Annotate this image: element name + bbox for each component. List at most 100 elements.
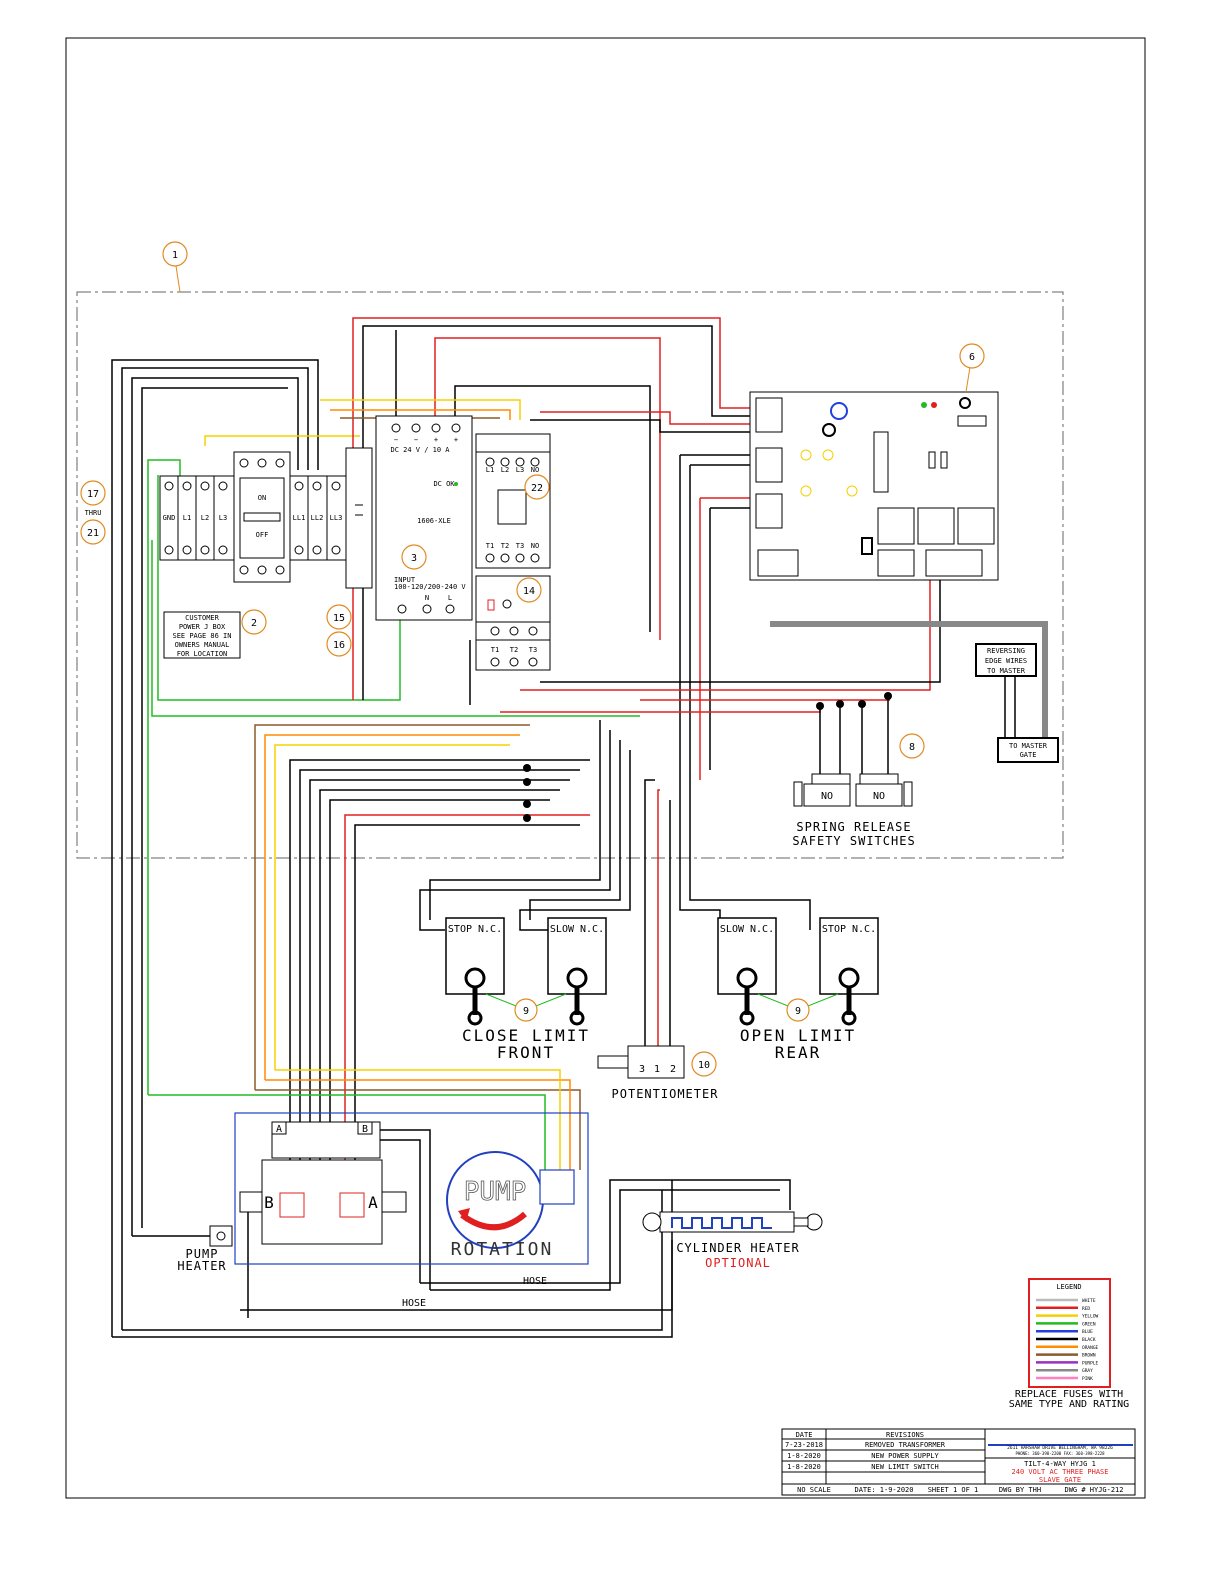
screw-terminals (164, 423, 540, 667)
callout-15-text: 15 (333, 613, 345, 624)
legend-label-black: BLACK (1082, 1337, 1096, 1343)
fuse-holder (345, 447, 373, 589)
legend-label-brown: BROWN (1082, 1353, 1096, 1359)
overload-t1: T1 (491, 646, 499, 654)
customer-power-box: CUSTOMER POWER J BOX SEE PAGE 86 IN OWNE… (163, 611, 241, 659)
tb-rev3-text: NEW LIMIT SWITCH (871, 1463, 938, 1471)
contactor-bot-t1: T1 (486, 542, 494, 550)
power-supply: − − + + DC 24 V / 10 A DC OK 1606-XLE IN… (375, 415, 473, 621)
tb-title3: SLAVE GATE (1039, 1476, 1081, 1484)
contactor-bot-t2: T2 (501, 542, 509, 550)
callout-3 (401, 544, 427, 570)
terminal-l2: L2 (201, 514, 209, 522)
safety-label-2: SAFETY SWITCHES (792, 834, 915, 848)
terminal-ll2: LL2 (311, 514, 324, 522)
open-limit-line1: OPEN LIMIT (740, 1026, 856, 1045)
callout-1-text: 1 (172, 250, 178, 261)
legend-label-blue: BLUE (1082, 1329, 1093, 1335)
to-master-gate-box: TO MASTER GATE (997, 737, 1059, 763)
callout-9-front (514, 998, 538, 1022)
tb-dwg: DWG # HYJG-212 (1064, 1486, 1123, 1494)
callout-8-text: 8 (909, 742, 915, 753)
legend-note-1: REPLACE FUSES WITH (1015, 1389, 1123, 1400)
ps-minus-1: − (394, 436, 398, 444)
title-block: DATE REVISIONS 7-23-2018 REMOVED TRANSFO… (781, 1428, 1136, 1496)
legend: LEGEND WHITEREDYELLOWGREENBLUEBLACKORANG… (1028, 1278, 1111, 1388)
legend-label-gray: GRAY (1082, 1368, 1093, 1374)
enclosure-boundary (76, 291, 1064, 859)
callout-14-text: 14 (523, 586, 535, 597)
safety-no-2: NO (873, 791, 885, 802)
close-limit-front: STOP N.C. SLOW N.C. CLOSE LIMIT FRONT (445, 917, 607, 1062)
callout-10-text: 10 (698, 1060, 710, 1071)
thru-text: THRU (85, 509, 102, 517)
tb-col-rev: REVISIONS (886, 1431, 924, 1439)
callout-22-text: 22 (531, 483, 543, 494)
limit-stop-front: STOP N.C. (448, 924, 502, 935)
legend-title: LEGEND (1056, 1283, 1081, 1291)
overload-t3: T3 (529, 646, 537, 654)
limit-slow-rear: SLOW N.C. (720, 924, 774, 935)
contactor-bot-no: NO (531, 542, 539, 550)
callout-2-text: 2 (251, 618, 257, 629)
pump-assembly: A B B A PUMP ROTATION PUMP HEATER (177, 1112, 589, 1273)
hose-label-2: HOSE (402, 1298, 426, 1309)
customer-box-line3: SEE PAGE 86 IN (172, 632, 231, 640)
callout-6-text: 6 (969, 352, 975, 363)
pump-rotation: ROTATION (451, 1239, 554, 1260)
reversing-line1: REVERSING (987, 647, 1025, 655)
callout-2 (241, 609, 267, 635)
legend-note-2: SAME TYPE AND RATING (1009, 1399, 1129, 1410)
ps-model: 1606-XLE (417, 517, 451, 525)
valve-port-b-top: B (362, 1124, 368, 1135)
callout-9-rear-text: 9 (795, 1006, 801, 1017)
disconnect-on: ON (258, 494, 266, 502)
pump-word: PUMP (464, 1177, 527, 1207)
close-limit-line2: FRONT (497, 1043, 555, 1062)
terminal-ll3: LL3 (330, 514, 343, 522)
pot-pin-2: 2 (670, 1064, 676, 1075)
wiring (111, 317, 1048, 1338)
legend-label-purple: PURPLE (1082, 1360, 1099, 1366)
callout-8 (899, 733, 925, 759)
limit-slow-front: SLOW N.C. (550, 924, 604, 935)
callout-16-text: 16 (333, 640, 345, 651)
tb-scale: NO SCALE (797, 1486, 831, 1494)
tb-rev1-date: 7-23-2018 (785, 1441, 823, 1449)
ps-plus-2: + (454, 436, 458, 444)
tb-date: DATE: 1-9-2020 (854, 1486, 913, 1494)
callout-21 (80, 519, 106, 545)
terminal-l3: L3 (219, 514, 227, 522)
cylinder-line2: OPTIONAL (705, 1256, 771, 1270)
cylinder-heater: CYLINDER HEATER OPTIONAL (642, 1211, 823, 1270)
page-border (65, 37, 1146, 1499)
callout-1 (162, 241, 188, 267)
callout-10 (691, 1051, 717, 1077)
contactor-bot-t3: T3 (516, 542, 524, 550)
tb-drawn: DWG BY THH (999, 1486, 1041, 1494)
callout-16 (326, 631, 352, 657)
spring-release-safety-switches: NO NO SPRING RELEASE SAFETY SWITCHES (792, 696, 915, 848)
legend-label-pink: PINK (1082, 1376, 1093, 1382)
customer-box-line2: POWER J BOX (179, 623, 226, 631)
reversing-line3: TO MASTER (987, 667, 1026, 675)
ps-input: INPUT (394, 576, 416, 584)
hose-label-1: HOSE (523, 1276, 547, 1287)
tb-company: 2611 HARSHAW DRIVE BELLINGHAM, WA 98226 (1007, 1445, 1113, 1451)
customer-box-line4: OWNERS MANUAL (175, 641, 230, 649)
contactor-top-l1: L1 (486, 466, 494, 474)
pot-pin-1: 1 (654, 1064, 660, 1075)
valve-port-a: A (368, 1193, 380, 1212)
ps-minus-2: − (414, 436, 418, 444)
legend-label-white: WHITE (1082, 1298, 1096, 1304)
pot-pin-3: 3 (639, 1064, 645, 1075)
callout-21-text: 21 (87, 528, 99, 539)
ps-plus-1: + (434, 436, 438, 444)
callout-17 (80, 480, 106, 506)
close-limit-line1: CLOSE LIMIT (462, 1026, 590, 1045)
open-limit-rear: SLOW N.C. STOP N.C. OPEN LIMIT REAR (717, 917, 879, 1062)
tb-sheet: SHEET 1 OF 1 (928, 1486, 979, 1494)
tb-title2: 240 VOLT AC THREE PHASE (1012, 1468, 1109, 1476)
legend-label-red: RED (1082, 1306, 1090, 1312)
